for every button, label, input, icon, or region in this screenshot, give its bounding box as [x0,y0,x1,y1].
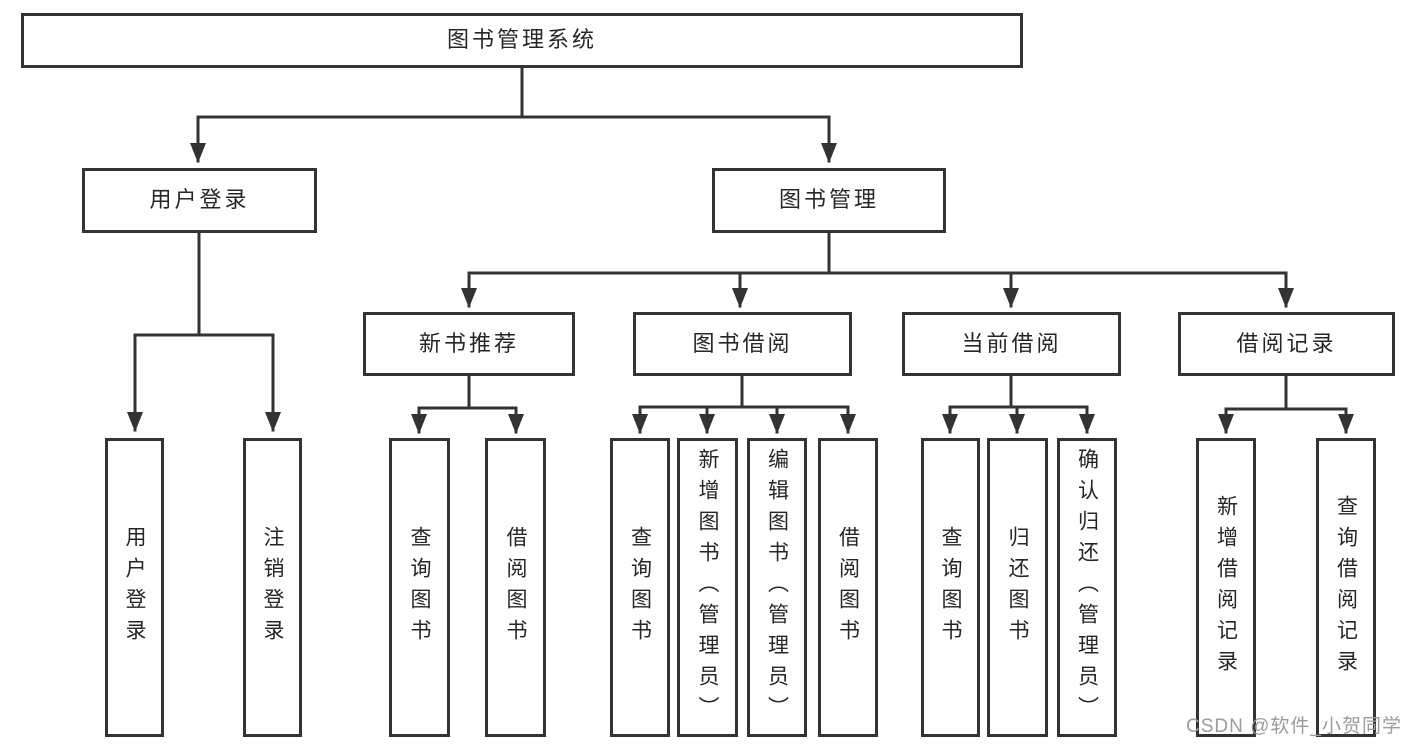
node-leaf-edit-books-admin-label: 编辑图书（管理员） [765,448,789,727]
node-leaf-user-login-label: 用户登录 [123,525,146,650]
node-leaf-add-borrow-record: 新增借阅记录 [1196,438,1256,737]
node-current-borrowing-label: 当前借阅 [961,330,1062,356]
node-current-borrowing: 当前借阅 [902,312,1121,376]
node-new-book-recommend-label: 新书推荐 [418,330,519,356]
node-leaf-query-books-borrowing-label: 查询图书 [628,525,652,650]
node-leaf-logout: 注销登录 [243,438,302,737]
node-leaf-confirm-return-admin-label: 确认归还（管理员） [1075,448,1099,727]
node-leaf-query-books-recommend-label: 查询图书 [408,525,431,650]
node-root-label: 图书管理系统 [446,27,597,53]
node-book-borrowing: 图书借阅 [633,312,852,376]
node-leaf-query-books-recommend: 查询图书 [389,438,450,737]
node-leaf-return-books-label: 归还图书 [1006,525,1029,650]
node-book-management-label: 图书管理 [778,187,879,213]
node-leaf-add-books-admin-label: 新增图书（管理员） [696,448,719,727]
node-leaf-query-borrow-record: 查询借阅记录 [1316,438,1376,737]
node-leaf-borrow-books-recommend: 借阅图书 [485,438,546,737]
node-leaf-confirm-return-admin: 确认归还（管理员） [1057,438,1117,737]
node-leaf-query-books-borrowing: 查询图书 [610,438,670,737]
node-leaf-borrow-books-borrowing: 借阅图书 [818,438,878,737]
node-leaf-add-books-admin: 新增图书（管理员） [677,438,738,737]
csdn-watermark: CSDN @软件_小贺同学 [1186,716,1402,737]
node-leaf-borrow-books-borrowing-label: 借阅图书 [836,525,860,650]
node-borrowing-records-label: 借阅记录 [1236,330,1337,356]
node-new-book-recommend: 新书推荐 [363,312,575,376]
node-borrowing-records: 借阅记录 [1178,312,1395,376]
node-leaf-edit-books-admin: 编辑图书（管理员） [747,438,807,737]
node-book-borrowing-label: 图书借阅 [692,330,793,356]
node-leaf-user-login: 用户登录 [105,438,164,737]
node-leaf-query-books-current-label: 查询图书 [939,525,962,650]
node-leaf-query-borrow-record-label: 查询借阅记录 [1334,494,1358,681]
node-user-login-label: 用户登录 [149,187,250,213]
node-leaf-borrow-books-recommend-label: 借阅图书 [504,525,527,650]
node-leaf-query-books-current: 查询图书 [921,438,980,737]
node-leaf-return-books: 归还图书 [987,438,1048,737]
node-book-management: 图书管理 [712,168,946,233]
node-leaf-add-borrow-record-label: 新增借阅记录 [1214,494,1238,681]
node-leaf-logout-label: 注销登录 [261,525,284,650]
node-root: 图书管理系统 [21,13,1023,68]
node-user-login: 用户登录 [82,168,317,233]
